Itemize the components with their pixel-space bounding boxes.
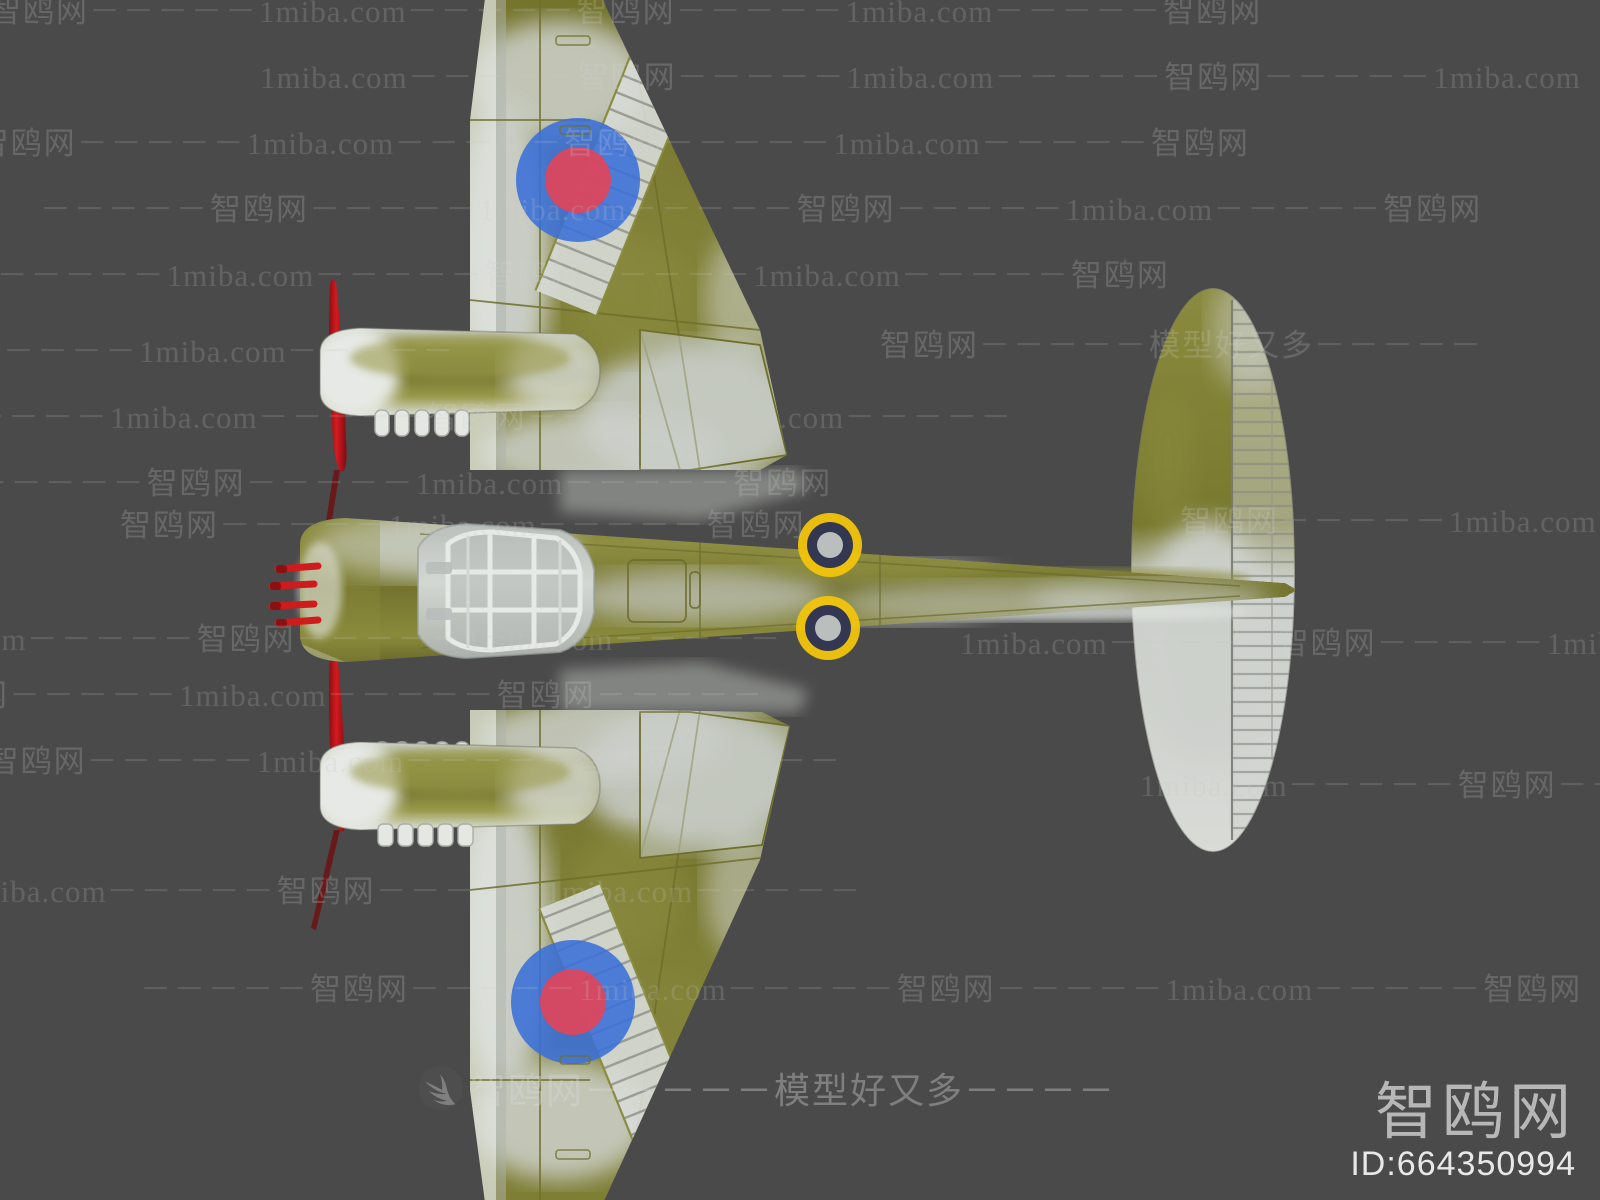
engine-nacelle-lower bbox=[319, 741, 601, 847]
roundel-lower-wing bbox=[511, 940, 635, 1064]
roundel-fuselage-lower bbox=[796, 596, 860, 660]
cockpit-canopy bbox=[417, 522, 595, 660]
exhaust-stubs-upper-lower bbox=[374, 409, 470, 437]
model-id-label: ID:664350994 bbox=[1350, 1145, 1576, 1183]
roundel-upper-wing bbox=[516, 118, 640, 242]
brand-bottom-bar: 智鸥网－－－－－模型好又多－－－－ bbox=[418, 1062, 1116, 1114]
wing-upper bbox=[470, 0, 787, 470]
site-logo-text: 智鸥网 bbox=[1374, 1077, 1576, 1147]
engine-nacelle-upper bbox=[319, 327, 601, 437]
roundel-fuselage-upper bbox=[798, 513, 862, 577]
brand-corner: 智鸥网 ID:664350994 bbox=[1350, 1080, 1576, 1184]
brand-bottom-text: 智鸥网－－－－－模型好又多－－－－ bbox=[470, 1070, 1117, 1111]
exhaust-stubs-lower-lower bbox=[377, 823, 474, 847]
tailplane bbox=[1131, 288, 1295, 852]
nose-guns-tips bbox=[270, 565, 287, 627]
seagull-icon bbox=[424, 1074, 456, 1106]
wing-root-fairing bbox=[560, 470, 808, 712]
